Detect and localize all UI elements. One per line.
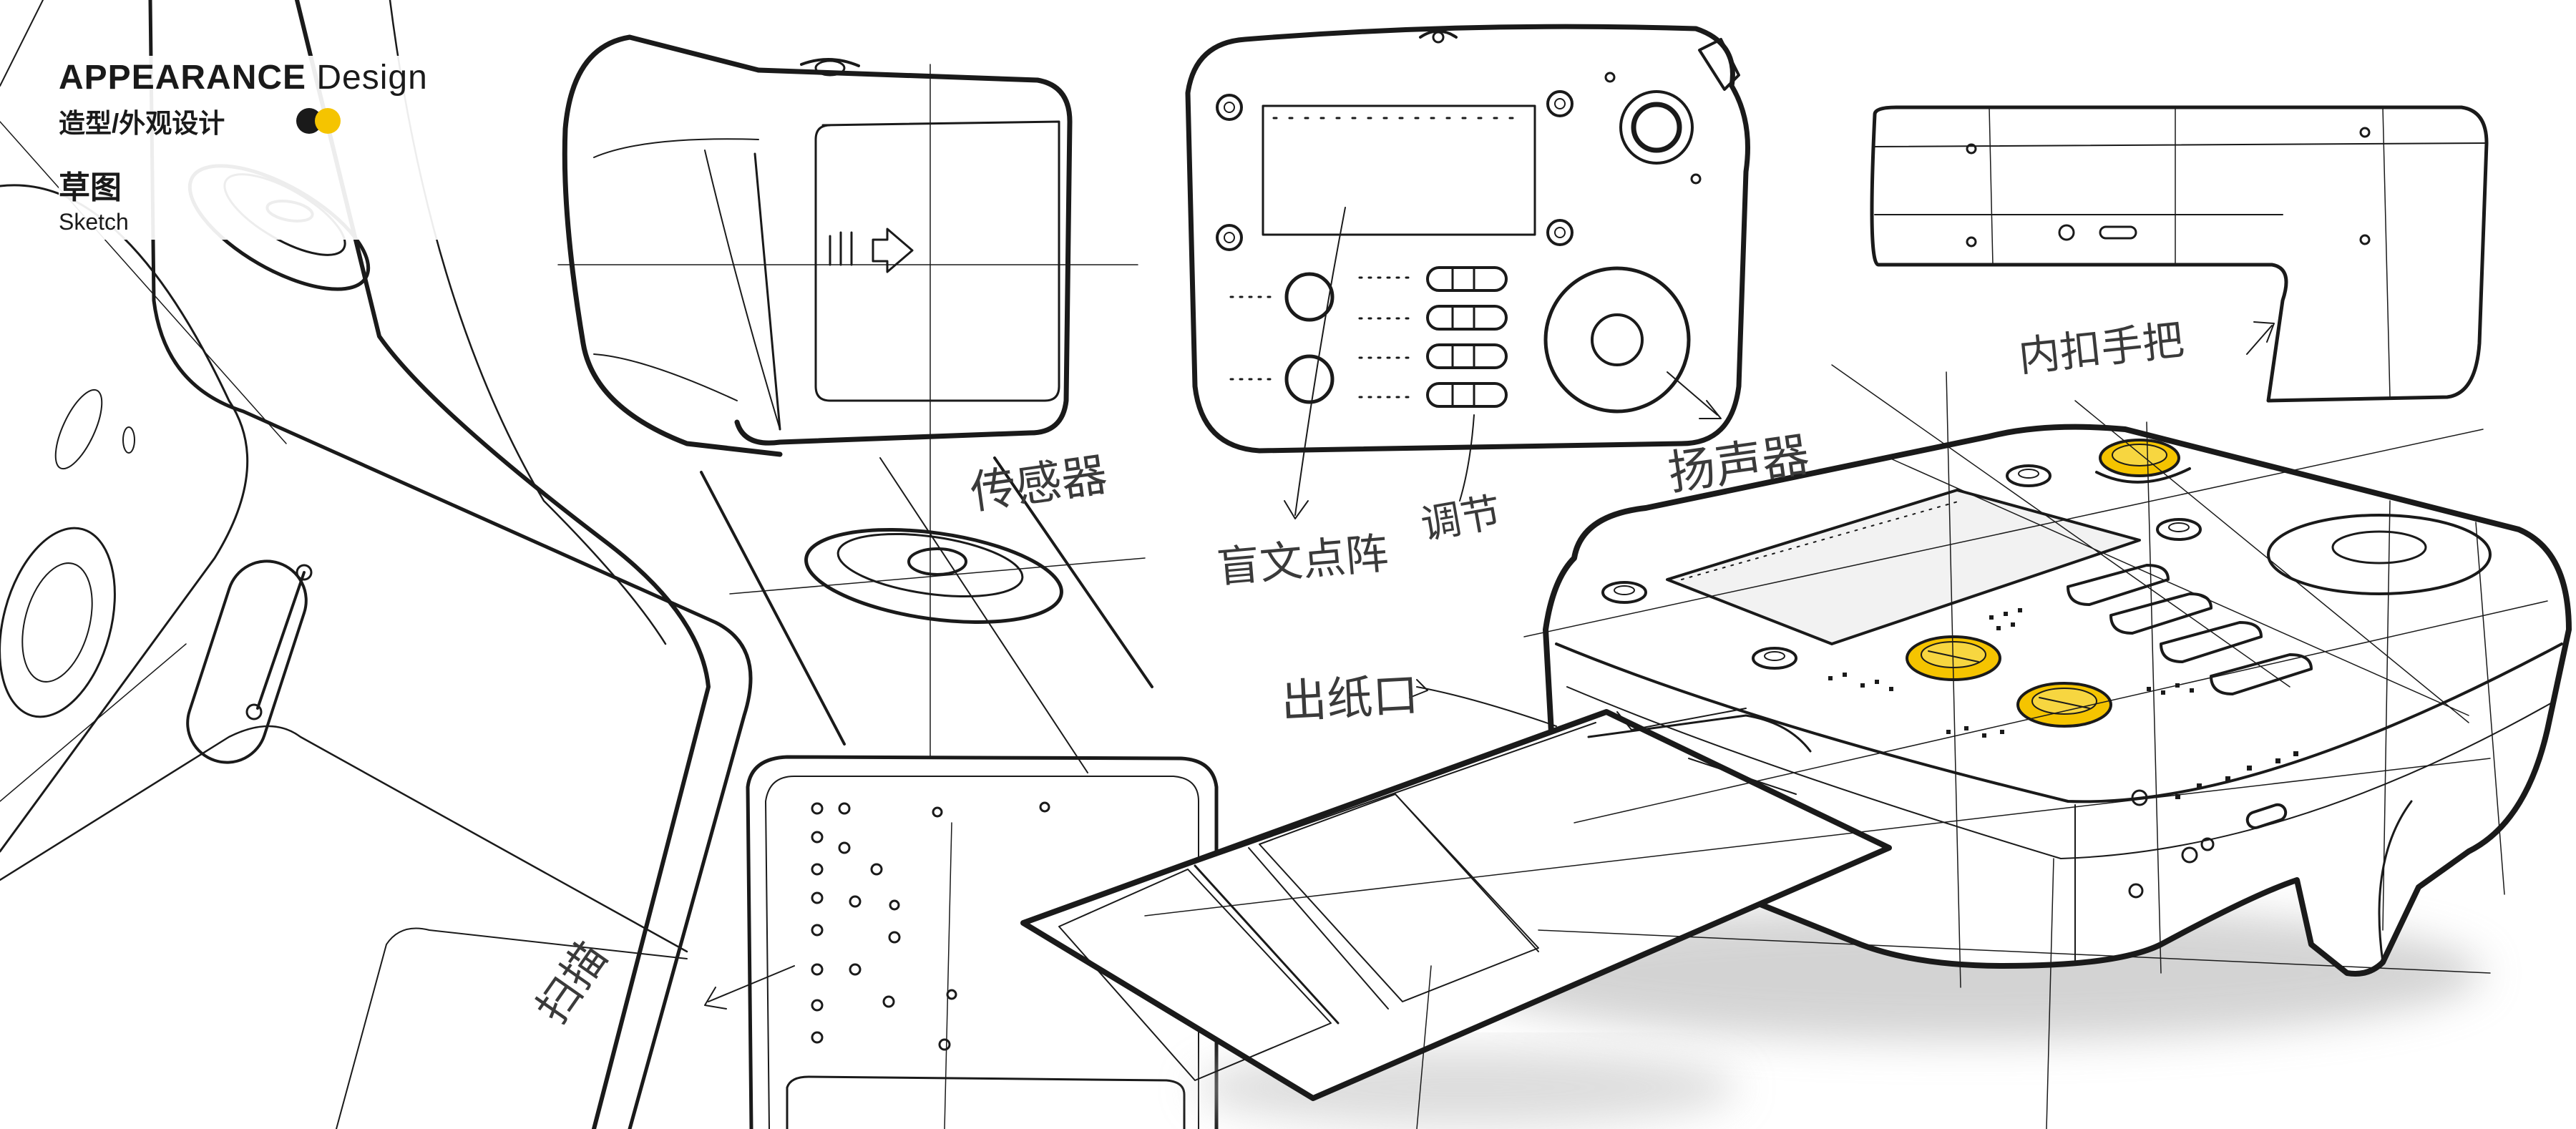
grip-view-sketch xyxy=(704,755,1219,1129)
title-light: Design xyxy=(316,59,428,97)
header-block: APPEARANCE Design 造型/外观设计 草图 Sketch xyxy=(59,56,442,240)
annotation-paper-out: 出纸口 xyxy=(1279,669,1420,729)
perspective-product-render xyxy=(1020,424,2572,1127)
rear-view-sketch xyxy=(1870,105,2489,403)
side-view-sketch xyxy=(557,34,1153,773)
title-strong: APPEARANCE xyxy=(59,59,307,97)
braille-dots xyxy=(1828,608,2298,799)
page-subtitle: 造型/外观设计 xyxy=(59,109,225,138)
section-title-en: Sketch xyxy=(59,209,129,235)
eyecup-detail-sketch xyxy=(729,528,1146,624)
construction-lines xyxy=(1144,364,2548,1129)
front-panel-sketch xyxy=(1185,24,1750,519)
yellow-dot-icon xyxy=(315,108,341,134)
subtitle-row: 造型/外观设计 xyxy=(59,102,428,140)
section-title: 草图 xyxy=(59,170,122,205)
page-title: APPEARANCE Design xyxy=(59,59,428,97)
grip-texture xyxy=(811,801,1050,1051)
brand-dots xyxy=(296,108,341,134)
